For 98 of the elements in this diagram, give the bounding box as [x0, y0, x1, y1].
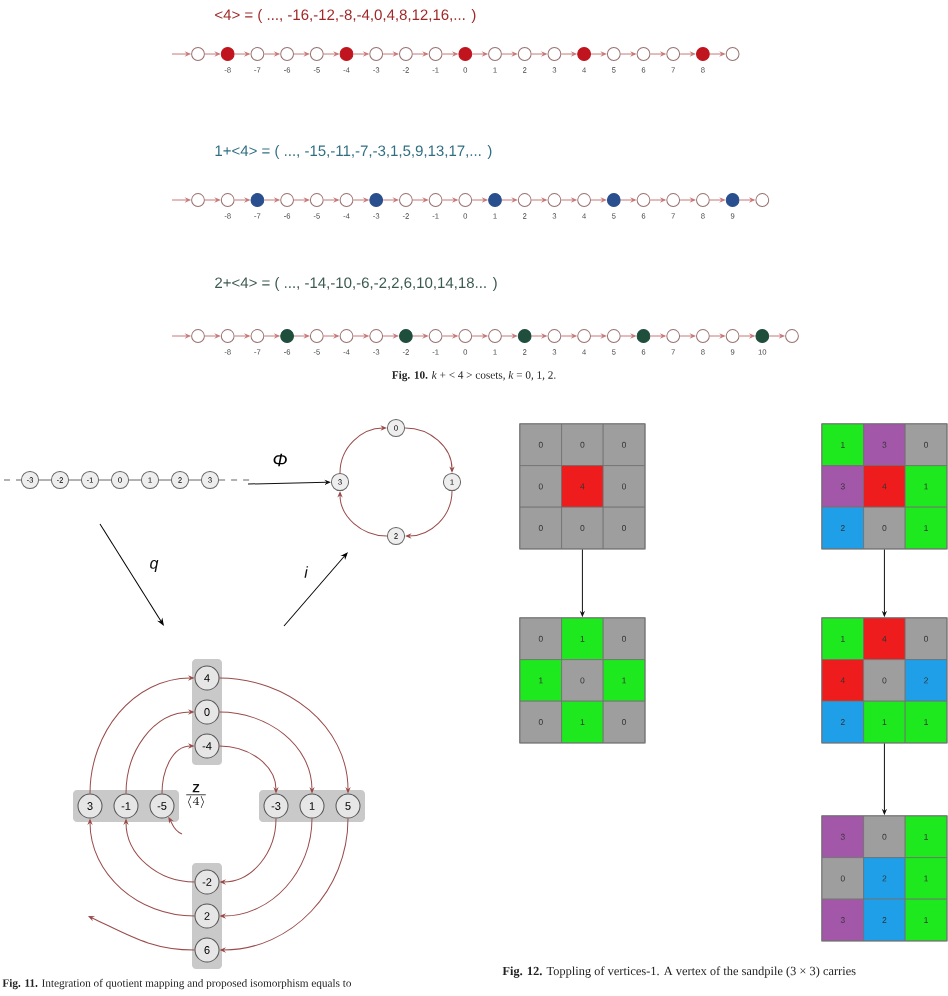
arrow [768, 334, 785, 338]
arrow [649, 52, 666, 56]
sandpile-grid [821, 423, 948, 550]
arrow [219, 677, 350, 793]
arrow [709, 198, 725, 202]
connector-line [68, 479, 82, 481]
arrow [709, 334, 725, 338]
arrow [88, 819, 195, 917]
arrow [412, 334, 428, 338]
arrow [739, 198, 755, 202]
arrow [580, 549, 585, 617]
arrow [382, 52, 399, 56]
arrow [352, 334, 369, 338]
arrow [560, 52, 577, 56]
arrow [323, 334, 339, 338]
arrow [501, 52, 517, 56]
arrow [323, 52, 339, 56]
arrow [89, 676, 194, 794]
arrow [531, 334, 547, 338]
arrow [471, 334, 488, 338]
arrow [442, 334, 458, 338]
arrow [382, 334, 399, 338]
arrow [339, 426, 387, 474]
arrow [442, 52, 458, 56]
arrow [471, 198, 488, 202]
connector-line [218, 479, 251, 481]
arrow [234, 334, 250, 338]
connector-line [3, 479, 22, 481]
arrow [88, 916, 195, 951]
arrow [882, 743, 887, 815]
arrow [168, 817, 183, 835]
arrow [204, 334, 220, 338]
arrow [560, 334, 577, 338]
arrow [171, 198, 191, 202]
arrow [620, 334, 636, 338]
arrow [412, 198, 428, 202]
sandpile-grid [519, 423, 646, 550]
arrow [709, 52, 725, 56]
arrow [404, 427, 454, 473]
arrow [171, 52, 191, 56]
quotient-formula: $\frac{\mathbf{Z}}{\langle 4\rangle}$ [186, 784, 206, 809]
connector-line [38, 479, 52, 481]
arrow [293, 198, 310, 202]
arrow [234, 52, 250, 56]
arrow [531, 52, 547, 56]
arrow [124, 819, 195, 883]
arrow [620, 52, 636, 56]
arrow [442, 198, 458, 202]
arrow [412, 52, 428, 56]
arrow [590, 334, 607, 338]
arrow [679, 52, 696, 56]
arrow [352, 52, 369, 56]
arrow [882, 549, 887, 617]
arrow [338, 491, 388, 537]
arrow [219, 711, 314, 793]
arrow [220, 818, 277, 884]
arrow [161, 744, 194, 794]
arrow [220, 818, 313, 918]
arrow [531, 198, 547, 202]
arrow [382, 198, 399, 202]
arrow [739, 334, 755, 338]
connector-line [128, 479, 142, 481]
arrow [247, 480, 331, 485]
arrow [263, 198, 280, 202]
arrow [590, 52, 607, 56]
arrow [323, 198, 339, 202]
sandpile-grid [519, 617, 646, 744]
arrow [219, 745, 278, 793]
arrow [501, 198, 517, 202]
arrow [471, 52, 488, 56]
arrow [293, 334, 310, 338]
arrow [560, 198, 577, 202]
arrow [220, 818, 349, 952]
arrow [171, 334, 191, 338]
arrow [679, 198, 696, 202]
arrow [649, 334, 666, 338]
connector-line [158, 479, 172, 481]
arrow [263, 52, 280, 56]
arrow [204, 52, 220, 56]
sandpile-grid [821, 617, 948, 744]
sandpile-grid [821, 815, 948, 942]
arrow [234, 198, 250, 202]
connector-line [188, 479, 202, 481]
arrow [125, 710, 194, 794]
connector-line [98, 479, 112, 481]
arrow [679, 334, 696, 338]
arrow [352, 198, 369, 202]
arrow [405, 490, 453, 538]
arrow [293, 52, 310, 56]
arrow [620, 198, 636, 202]
arrow [204, 198, 220, 202]
edge-label: Φ [270, 451, 290, 469]
arrow [501, 334, 517, 338]
arrow [649, 198, 666, 202]
arrow [590, 198, 607, 202]
map-label: i [304, 566, 309, 578]
arrow [263, 334, 280, 338]
map-label: q [150, 560, 159, 572]
